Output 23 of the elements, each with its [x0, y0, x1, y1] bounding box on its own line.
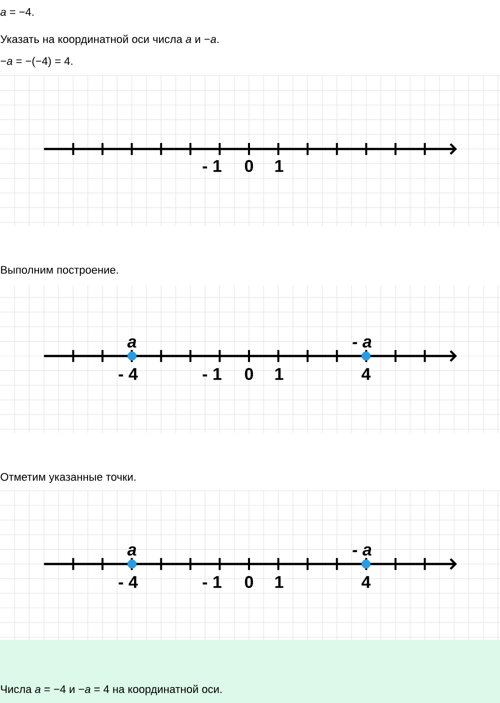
tick-label: - 1 — [202, 576, 222, 588]
tick-label: 1 — [275, 160, 284, 172]
tick-label: 1 — [275, 576, 284, 588]
tick-label: - 4 — [118, 368, 138, 380]
tick-label: 0 — [244, 160, 254, 172]
tick-label: 1 — [275, 368, 284, 380]
text-line: −a = −(−4) = 4. — [0, 56, 72, 68]
point-label: a — [127, 338, 136, 348]
text-line: Выполним построение. — [1, 266, 118, 276]
tick-label: 0 — [244, 576, 254, 588]
text-line: a = −4. — [0, 8, 34, 16]
point-label: - a — [352, 546, 372, 556]
tick-label: - 1 — [202, 368, 222, 380]
text-line: Числа a = −4 и −a = 4 на координатной оси. — [1, 684, 222, 696]
text-line: Указать на координатной оси числа a и −a. — [0, 34, 218, 46]
tick-label: 4 — [362, 368, 371, 380]
tick-label: 0 — [244, 368, 254, 380]
tick-label: - 1 — [202, 160, 222, 172]
tick-label: - 4 — [118, 576, 138, 588]
point-label: - a — [352, 338, 372, 348]
text-line: Отметим указанные точки. — [0, 473, 136, 483]
tick-label: 4 — [362, 576, 371, 588]
point-label: a — [127, 546, 136, 556]
